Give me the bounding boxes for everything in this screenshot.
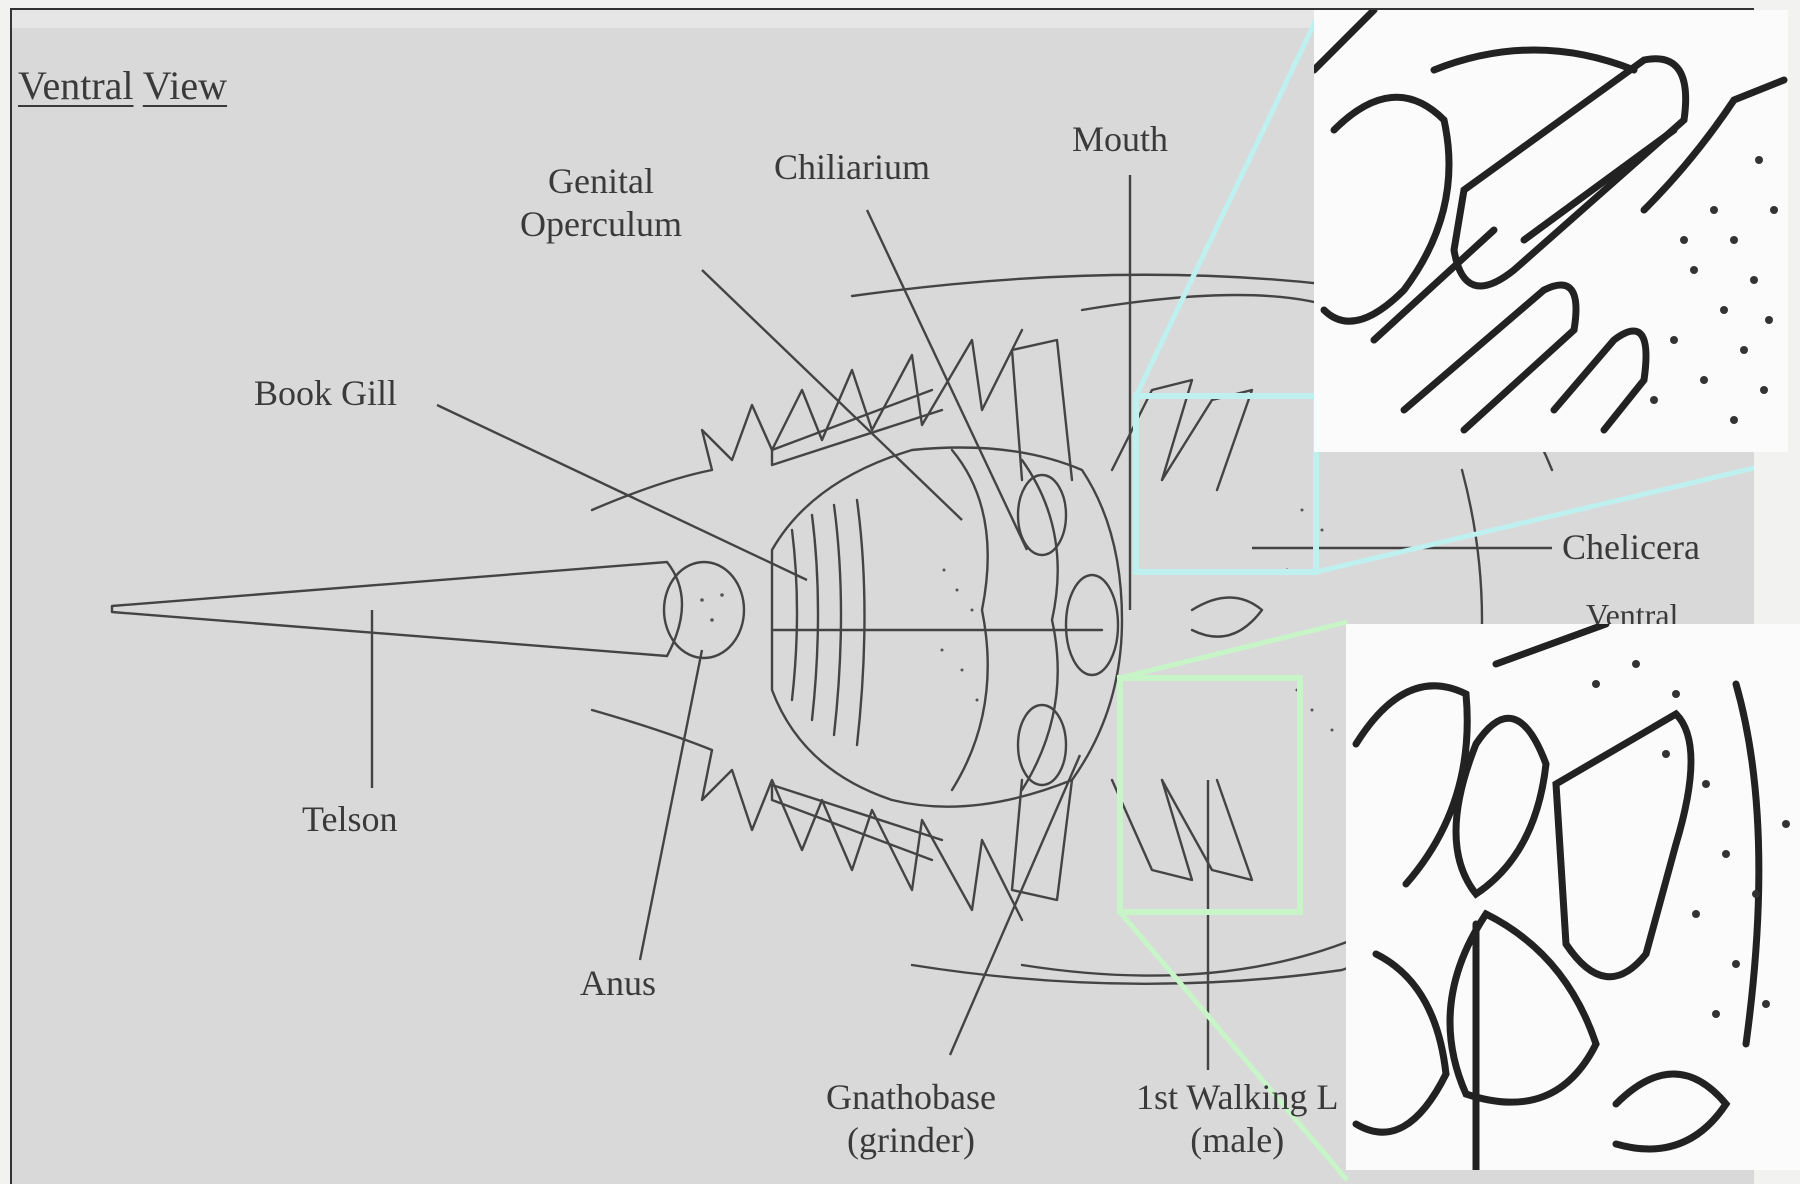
chelicera-shape (1192, 598, 1262, 637)
leader-chiliarium (867, 210, 1027, 550)
leader-anus (640, 650, 702, 960)
zoom-inset-cyan (1314, 10, 1788, 452)
zoom-inset-green (1346, 624, 1800, 1170)
label-telson: Telson (302, 798, 397, 841)
opisthosoma-lower (592, 710, 1022, 920)
label-gnathobase-line1: Gnathobase (826, 1076, 996, 1119)
chilarium-upper (1018, 475, 1066, 555)
genital-operculum-2 (1022, 460, 1058, 790)
label-gnathobase-line2: (grinder) (826, 1119, 996, 1162)
book-gill-plate-4 (857, 500, 865, 745)
carapace-inner-top (1082, 295, 1342, 310)
title-word-view: View (143, 63, 227, 108)
leg-upper-1 (1012, 340, 1072, 480)
label-genital-operculum: Genital Operculum (520, 160, 682, 246)
book-gill-plate-1 (792, 530, 797, 700)
opisthosoma-upper (592, 330, 1022, 510)
label-walking-line1: 1st Walking L (1136, 1076, 1338, 1119)
label-chelicera: Chelicera (1562, 526, 1700, 569)
leader-genital-operculum (702, 270, 962, 520)
leg-upper-4 (1162, 390, 1252, 490)
title-word-ventral: Ventral (18, 63, 134, 108)
label-walking-line2: (male) (1136, 1119, 1338, 1162)
diagram-title: Ventral View (18, 62, 227, 109)
label-gnathobase: Gnathobase (grinder) (826, 1076, 996, 1162)
book-gill-plate-2 (812, 515, 818, 720)
genital-operculum (952, 450, 988, 790)
book-gill-plate-3 (834, 505, 841, 735)
label-genital-line1: Genital (520, 160, 682, 203)
label-mouth: Mouth (1072, 118, 1168, 161)
connector-green-1 (1120, 622, 1347, 678)
connector-cyan-1 (1136, 18, 1317, 396)
label-anus: Anus (580, 962, 656, 1005)
chilarium-lower (1018, 705, 1066, 785)
telson-spine (112, 562, 682, 656)
zoom-inset-green-drawing (1346, 624, 1800, 1170)
anal-knob (664, 562, 744, 658)
zoom-inset-cyan-drawing (1314, 10, 1788, 452)
label-book-gill: Book Gill (254, 372, 397, 415)
label-walking-leg: 1st Walking L (male) (1136, 1076, 1338, 1162)
leader-book-gill (437, 405, 807, 580)
mouth-region (1066, 575, 1118, 675)
carapace-inner-bottom (1022, 940, 1352, 976)
leg-lower-2 (772, 785, 942, 860)
zoom-box-green (1120, 678, 1300, 912)
mesosoma-body (772, 448, 1122, 807)
label-chiliarium: Chiliarium (774, 146, 930, 189)
zoom-box-cyan (1136, 396, 1316, 572)
leg-lower-3 (1112, 780, 1192, 880)
label-genital-line2: Operculum (520, 203, 682, 246)
